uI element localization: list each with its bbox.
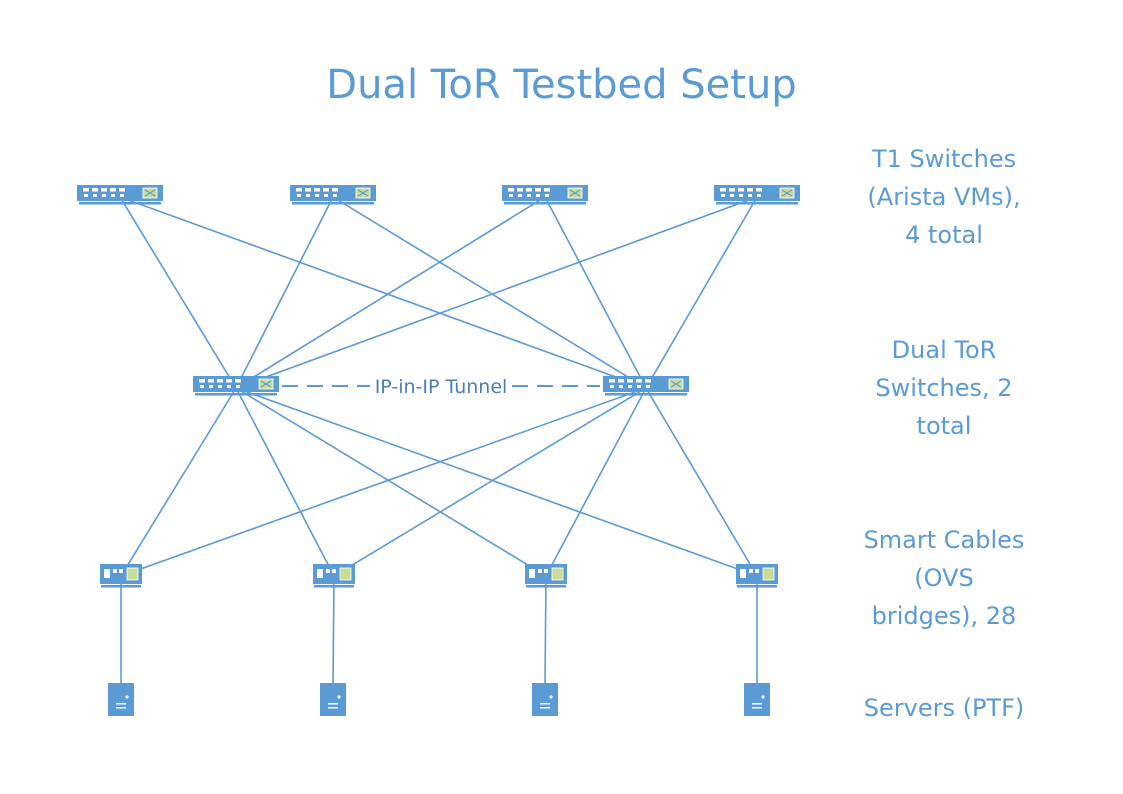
link-t1-tor [235,196,334,389]
link-cable-server [544,575,547,685]
dual-tor-switches-label: Dual ToR Switches, 2 total [824,331,1064,445]
tunnel-label: IP-in-IP Tunnel [375,376,508,398]
link-tor-cable [645,387,758,577]
t1-switch-icon [714,185,800,205]
link-t1-tor [235,196,546,389]
link-tor-cable [235,387,335,577]
link-t1-tor [235,196,758,389]
ip-in-ip-tunnel: IP-in-IP Tunnel [282,376,600,398]
server-icon [744,683,770,716]
link-tor-cable [235,387,758,577]
t1-switch-icon [290,185,376,205]
server-icon [108,683,134,716]
devices [77,185,800,716]
label-line: (Arista VMs), [867,183,1021,211]
smart-cable-icon [736,564,778,588]
t1-switch-icon [502,185,588,205]
link-tor-cable [120,387,647,577]
link-t1-tor [332,196,647,389]
t1-switches-label: T1 Switches (Arista VMs), 4 total [824,140,1064,254]
label-line: Dual ToR [891,336,997,364]
smart-cable-icon [525,564,567,588]
label-line: total [916,412,972,440]
link-tor-cable [120,387,237,577]
tor-switch-icon [603,376,689,396]
label-line: T1 Switches [871,145,1017,173]
label-line: Smart Cables [863,526,1025,554]
server-icon [532,683,558,716]
link-tor-cable [545,387,647,577]
label-line: bridges), 28 [871,602,1017,630]
server-icon [320,683,346,716]
smart-cables-label: Smart Cables (OVS bridges), 28 [824,521,1064,635]
link-tor-cable [235,387,547,577]
smart-cable-icon [313,564,355,588]
label-line: (OVS [914,564,974,592]
t1-switch-icon [77,185,163,205]
link-t1-tor [119,196,647,389]
label-line: 4 total [905,221,983,249]
link-tor-cable [333,387,647,577]
label-line: Switches, 2 [875,374,1013,402]
links [119,196,758,685]
tor-switch-icon [193,376,279,396]
link-t1-tor [544,196,647,389]
link-t1-tor [645,196,758,389]
link-cable-server [332,575,335,685]
link-t1-tor [119,196,237,389]
smart-cable-icon [100,564,142,588]
label-line: Servers (PTF) [863,694,1025,722]
diagram-title: Dual ToR Testbed Setup [326,62,797,108]
servers-label: Servers (PTF) [824,689,1064,727]
